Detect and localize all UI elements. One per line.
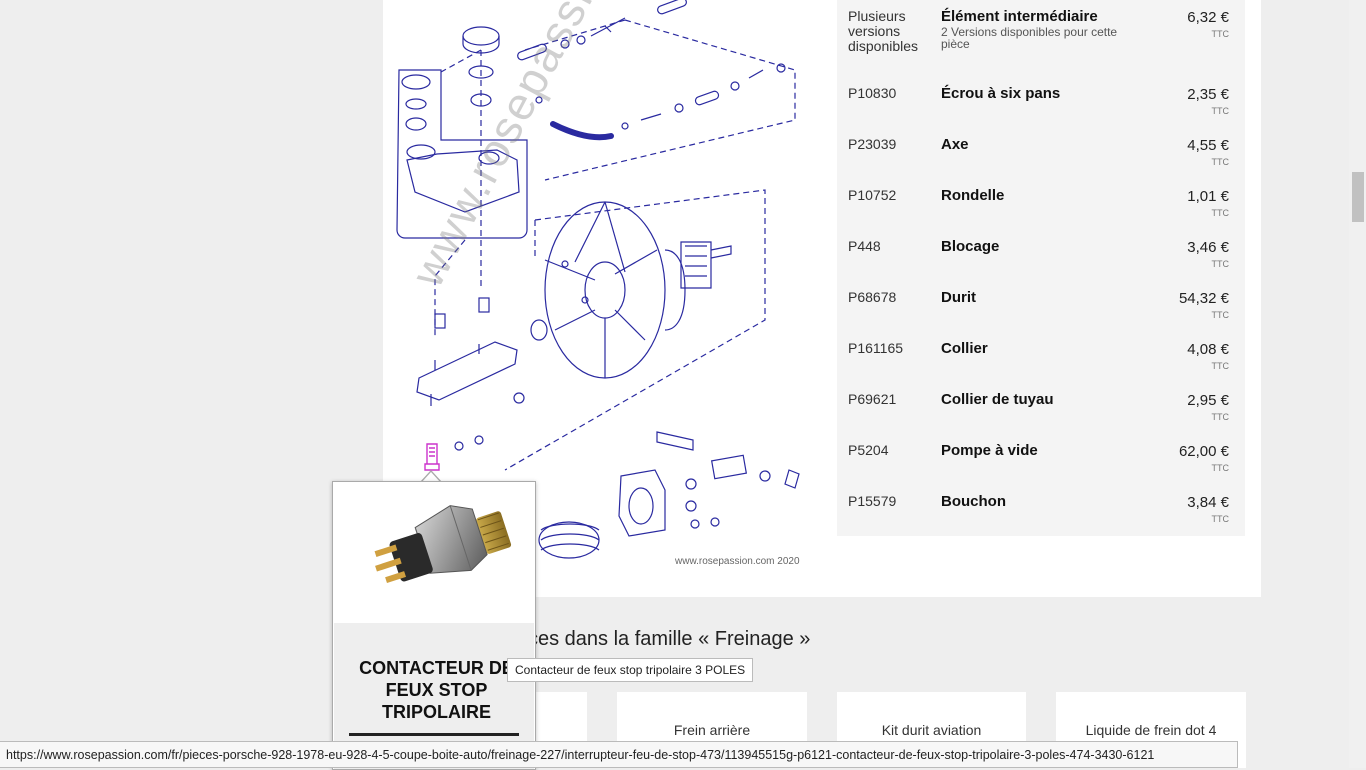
part-row[interactable]: P5204 Pompe à vide 62,00 € TTC [837, 434, 1245, 485]
part-reference: P69621 [848, 391, 897, 407]
part-price: 3,46 € [1187, 239, 1229, 256]
part-name[interactable]: Collier [941, 340, 988, 357]
part-ttc: TTC [1211, 361, 1230, 371]
part-name[interactable]: Bouchon [941, 493, 1006, 510]
part-name[interactable]: Blocage [941, 238, 1000, 255]
part-ttc: TTC [1211, 310, 1230, 320]
part-row[interactable]: P68678 Durit 54,32 € TTC [837, 281, 1245, 332]
part-name[interactable]: Durit [941, 289, 976, 306]
part-reference: Plusieurs versions disponibles [848, 8, 919, 54]
part-name[interactable]: Rondelle [941, 187, 1005, 204]
part-ttc: TTC [1211, 259, 1230, 269]
reservoir-inset-box [396, 69, 528, 239]
part-name[interactable]: Écrou à six pans [941, 85, 1061, 102]
hover-tooltip: Contacteur de feux stop tripolaire 3 POL… [507, 658, 754, 682]
part-price: 1,01 € [1187, 188, 1229, 205]
family-section-heading: ces dans la famille « Freinage » [528, 628, 811, 650]
parts-list: Plusieurs versions disponibles Élément i… [837, 0, 1245, 536]
product-card-title[interactable]: Liquide de frein dot 4 [1085, 722, 1217, 738]
part-ttc: TTC [1211, 514, 1230, 524]
part-ttc: TTC [1211, 157, 1230, 167]
gasket-plate [618, 469, 666, 537]
part-row[interactable]: P448 Blocage 3,46 € TTC [837, 230, 1245, 281]
part-row[interactable]: P10830 Écrou à six pans 2,35 € TTC [837, 77, 1245, 128]
part-ttc: TTC [1211, 106, 1230, 116]
product-card-title[interactable]: Frein arrière [673, 722, 751, 738]
part-reference: P10752 [848, 187, 897, 203]
part-row[interactable]: Plusieurs versions disponibles Élément i… [837, 0, 1245, 54]
part-ttc: TTC [1211, 463, 1230, 473]
exploded-parts-diagram[interactable] [395, 0, 815, 580]
part-reference: P5204 [848, 442, 889, 458]
part-price: 3,84 € [1187, 494, 1229, 511]
highlighted-stop-switch [424, 443, 440, 471]
product-image[interactable] [334, 483, 534, 623]
popup-divider [349, 733, 519, 736]
page-scrollbar-track[interactable] [1349, 0, 1366, 768]
part-price: 2,95 € [1187, 392, 1229, 409]
part-reference: P448 [848, 238, 881, 254]
part-row[interactable]: P161165 Collier 4,08 € TTC [837, 332, 1245, 383]
diagram-copyright: www.rosepassion.com 2020 [675, 556, 800, 567]
browser-status-bar-url: https://www.rosepassion.com/fr/pieces-po… [0, 741, 1238, 768]
part-price: 54,32 € [1178, 290, 1229, 307]
part-versions-note: 2 Versions disponibles pour cette pièce [941, 25, 1118, 51]
part-reference: P15579 [848, 493, 897, 509]
part-price: 4,55 € [1187, 137, 1229, 154]
popup-product-title[interactable]: CONTACTEUR DE FEUX STOP TRIPOLAIRE [359, 658, 514, 722]
part-price: 2,35 € [1187, 86, 1229, 103]
reservoir-cap [462, 26, 500, 46]
part-price: 62,00 € [1178, 443, 1229, 460]
part-row[interactable]: P10752 Rondelle 1,01 € TTC [837, 179, 1245, 230]
part-reference: P10830 [848, 85, 897, 101]
part-name[interactable]: Axe [941, 136, 969, 153]
part-ttc: TTC [1211, 208, 1230, 218]
part-price: 6,32 € [1187, 9, 1229, 26]
part-row[interactable]: P23039 Axe 4,55 € TTC [837, 128, 1245, 179]
part-ttc: TTC [1211, 29, 1230, 39]
popup-pointer-inner [421, 472, 441, 483]
part-hover-popup[interactable]: CONTACTEUR DE FEUX STOP TRIPOLAIRE [332, 481, 536, 770]
part-name[interactable]: Collier de tuyau [941, 391, 1054, 408]
part-row[interactable]: P15579 Bouchon 3,84 € TTC [837, 485, 1245, 536]
page-scrollbar-thumb[interactable] [1352, 172, 1364, 222]
part-reference: P161165 [848, 340, 904, 356]
part-name[interactable]: Pompe à vide [941, 442, 1038, 459]
master-cylinder [416, 341, 518, 401]
product-card-title[interactable]: Kit durit aviation [881, 722, 982, 738]
part-row[interactable]: P69621 Collier de tuyau 2,95 € TTC [837, 383, 1245, 434]
part-ttc: TTC [1211, 412, 1230, 422]
part-reference: P68678 [848, 289, 897, 305]
part-price: 4,08 € [1187, 341, 1229, 358]
part-reference: P23039 [848, 136, 897, 152]
stop-switch-photo [374, 505, 512, 584]
